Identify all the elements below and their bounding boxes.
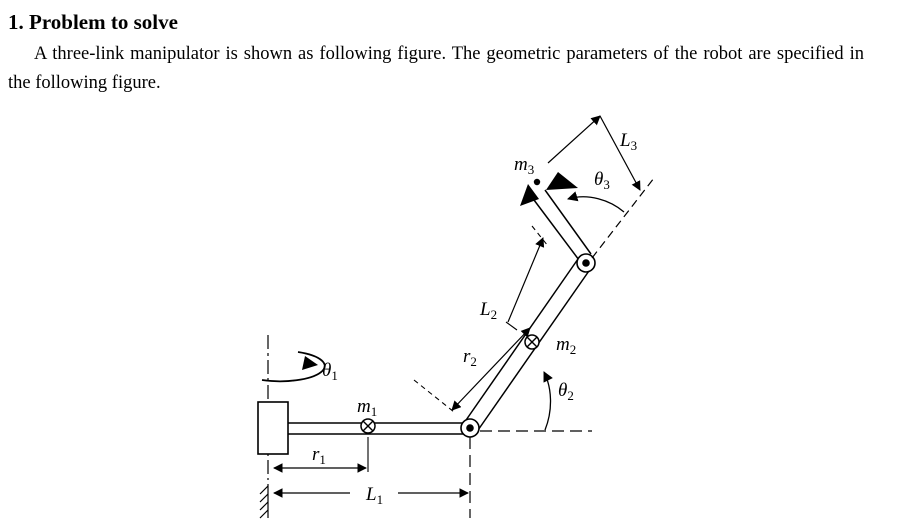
m3-label: m3 bbox=[514, 154, 534, 177]
joint-3 bbox=[576, 253, 596, 273]
theta3-arc bbox=[567, 191, 625, 213]
link-1 bbox=[288, 422, 472, 435]
m2-label: m2 bbox=[556, 334, 576, 357]
theta2-arc bbox=[543, 371, 553, 431]
r1-dimension bbox=[273, 437, 369, 473]
r2-label: r2 bbox=[463, 346, 477, 369]
theta2-label: θ2 bbox=[558, 380, 574, 403]
theta1-label: θ1 bbox=[322, 360, 338, 383]
r1-label: r1 bbox=[312, 444, 326, 467]
section-heading: 1. Problem to solve bbox=[8, 10, 178, 34]
problem-paragraph: A three-link manipulator is shown as fol… bbox=[8, 44, 864, 93]
theta3-label: θ3 bbox=[594, 169, 610, 192]
L2-label: L2 bbox=[479, 299, 497, 322]
link-3 bbox=[530, 189, 592, 261]
m2-mass-marker bbox=[524, 334, 540, 350]
L2-dimension bbox=[505, 237, 545, 331]
gripper bbox=[520, 172, 578, 206]
link2-dimension-extension-bottom bbox=[413, 379, 455, 413]
joint-2 bbox=[460, 418, 480, 438]
r2-dimension bbox=[451, 327, 531, 411]
L3-dimension bbox=[547, 115, 641, 191]
m1-label: m1 bbox=[357, 396, 377, 419]
m1-mass-marker bbox=[360, 418, 376, 434]
ground-hatch bbox=[259, 484, 269, 519]
link2-dimension-extension-top bbox=[531, 225, 549, 247]
link2-extension-line bbox=[591, 177, 655, 259]
theta1-rotation-arrow bbox=[261, 351, 326, 383]
L3-label: L3 bbox=[619, 130, 637, 153]
L1-label: L1 bbox=[365, 484, 383, 507]
base-block bbox=[257, 401, 289, 455]
